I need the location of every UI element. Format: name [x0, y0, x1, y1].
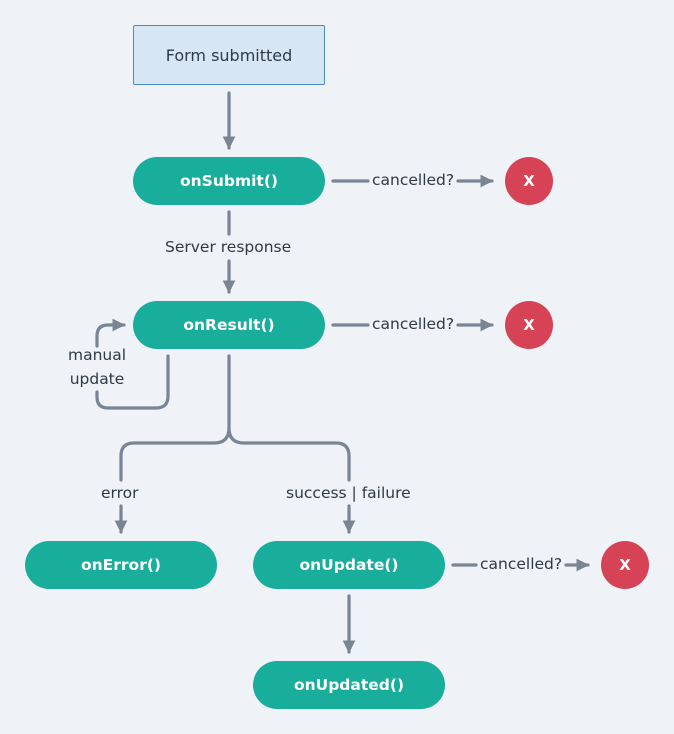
manual-update-label: manual update: [62, 343, 132, 391]
cancel-marker-onresult: X: [505, 301, 553, 349]
onsubmit-label: onSubmit(): [179, 172, 279, 190]
onerror-label: onError(): [80, 556, 162, 574]
edge-branch-right: [227, 426, 351, 482]
edge-branch-left: [119, 426, 231, 482]
manual-update-line-2: update: [69, 370, 125, 388]
onerror-node: onError(): [25, 541, 217, 589]
cancel-marker-label: X: [619, 556, 631, 574]
onupdated-label: onUpdated(): [293, 676, 405, 694]
cancelled-label-onresult: cancelled?: [372, 315, 455, 333]
server-response-label: Server response: [165, 238, 292, 256]
error-label: error: [101, 484, 139, 502]
form-submitted-label: Form submitted: [165, 45, 293, 65]
onupdate-node: onUpdate(): [253, 541, 445, 589]
cancelled-label-onsubmit: cancelled?: [372, 171, 455, 189]
cancelled-label-onupdate: cancelled?: [480, 555, 563, 573]
form-submitted-node: Form submitted: [133, 25, 325, 85]
cancel-marker-label: X: [523, 172, 535, 190]
onupdate-label: onUpdate(): [299, 556, 399, 574]
success-failure-label: success | failure: [286, 484, 411, 502]
onresult-label: onResult(): [183, 316, 275, 334]
cancel-marker-onsubmit: X: [505, 157, 553, 205]
cancel-marker-label: X: [523, 316, 535, 334]
cancel-marker-onupdate: X: [601, 541, 649, 589]
onupdated-node: onUpdated(): [253, 661, 445, 709]
onsubmit-node: onSubmit(): [133, 157, 325, 205]
edge-manual-update-loop-bottom: [95, 354, 170, 410]
manual-update-line-1: manual: [67, 346, 127, 364]
onresult-node: onResult(): [133, 301, 325, 349]
edge-manual-update-loop-top: [95, 318, 126, 348]
